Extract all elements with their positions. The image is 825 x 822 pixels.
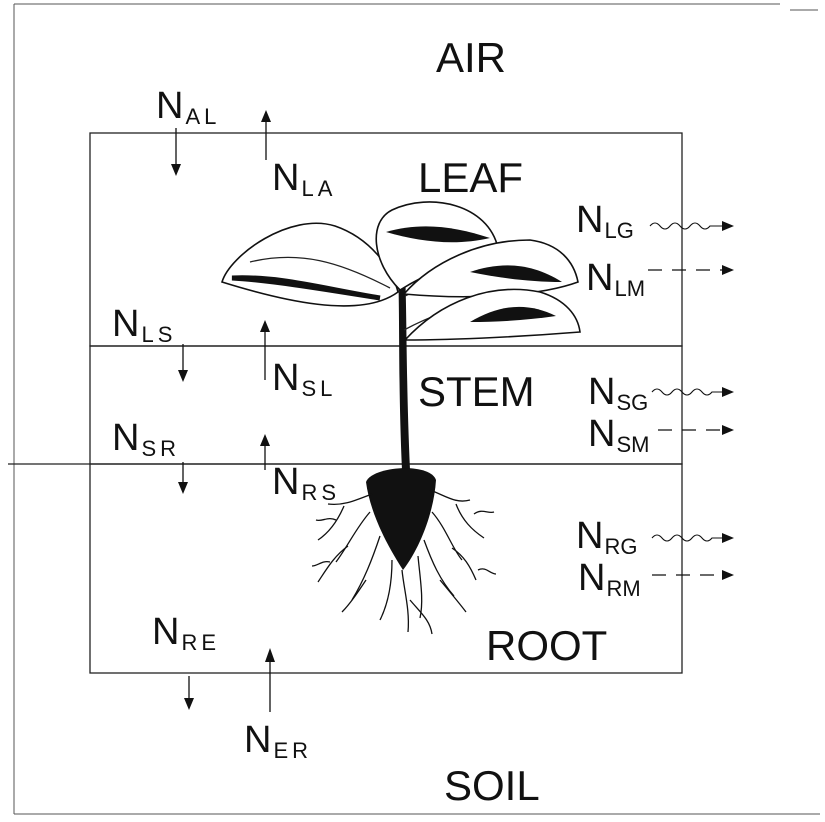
region-label-stem: STEM bbox=[418, 368, 535, 415]
flux-label-sm: NSM bbox=[588, 413, 649, 457]
vertical-flux-arrows bbox=[171, 110, 275, 712]
region-label-air: AIR bbox=[436, 34, 506, 81]
flux-label-lm: NLM bbox=[586, 257, 645, 301]
plant-illustration bbox=[222, 202, 580, 634]
flux-label-sg: NSG bbox=[588, 371, 648, 415]
flux-label-lg: NLG bbox=[576, 199, 634, 243]
page-edges bbox=[14, 4, 820, 814]
flux-label-er: NER bbox=[244, 719, 312, 763]
plant-stem bbox=[398, 268, 410, 470]
flux-label-ls: NLS bbox=[112, 303, 176, 347]
region-label-leaf: LEAF bbox=[418, 154, 523, 201]
flux-label-rs: NRS bbox=[272, 461, 340, 505]
flux-label-sr: NSR bbox=[112, 417, 180, 461]
output-flux-arrows bbox=[648, 221, 734, 580]
leaf-left bbox=[222, 223, 398, 306]
flux-label-re: NRE bbox=[152, 611, 220, 655]
flux-label-rm: NRM bbox=[578, 557, 641, 601]
flux-label-al: NAL bbox=[156, 85, 220, 129]
leaf-right-lower bbox=[405, 289, 580, 340]
region-label-soil: SOIL bbox=[444, 762, 540, 809]
flux-label-la: NLA bbox=[272, 157, 336, 201]
root-bulb bbox=[366, 468, 436, 570]
flux-label-rg: NRG bbox=[576, 515, 637, 559]
flux-label-sl: NSL bbox=[272, 357, 336, 401]
region-label-root: ROOT bbox=[486, 622, 607, 669]
